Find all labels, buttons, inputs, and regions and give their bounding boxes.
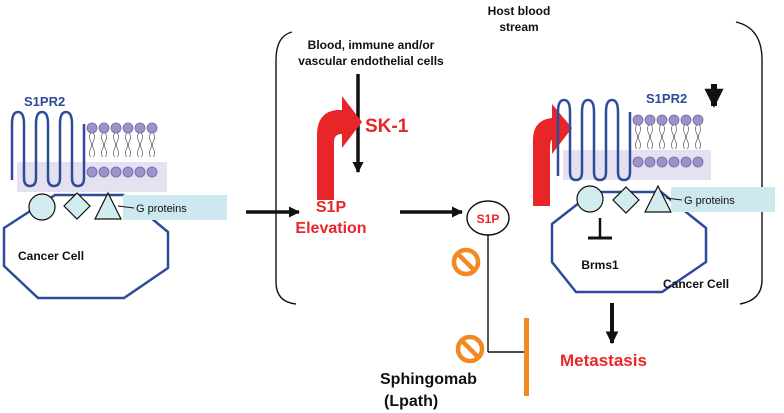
left-g-protein-circle (28, 193, 56, 221)
s1p-circle-label: S1P (477, 212, 500, 226)
left-g-proteins-label: G proteins (136, 203, 187, 215)
left-g-proteins-box (123, 195, 227, 220)
right-g-proteins-pointer (665, 197, 683, 201)
source-cells-line1: Blood, immune and/or (308, 38, 435, 52)
source-cells-line2: vascular endothelial cells (298, 54, 444, 68)
inhibition-path (487, 235, 528, 353)
right-g-proteins-label: G proteins (684, 195, 735, 207)
s1p-elevation-line2: Elevation (295, 220, 366, 237)
red-curved-arrow-left (301, 96, 362, 200)
inhibitor-sign-top-icon (451, 247, 481, 277)
left-cancer-cell-label: Cancer Cell (18, 249, 84, 263)
host-bloodstream-bracket (275, 21, 763, 305)
host-blood-label-line2: stream (499, 20, 538, 34)
right-g-proteins-box (671, 187, 775, 212)
left-g-protein-diamond (63, 192, 91, 220)
sk1-label: SK-1 (365, 116, 409, 137)
left-s1pr2-label: S1PR2 (24, 94, 65, 109)
s1p-elevation-line1: S1P (316, 199, 347, 216)
host-blood-label-line1: Host blood (488, 4, 551, 18)
right-s1pr2-label: S1PR2 (646, 91, 687, 106)
right-g-protein-diamond (612, 186, 640, 214)
brms1-label: Brms1 (581, 258, 619, 272)
right-g-protein-triangle (644, 184, 672, 213)
inhibitor-sign-bottom-icon (455, 334, 485, 364)
right-cancer-cell (550, 98, 711, 294)
orange-bar (524, 318, 529, 396)
metastasis-label: Metastasis (560, 351, 647, 370)
right-receptor (556, 98, 632, 182)
right-g-protein-circle (576, 185, 604, 213)
left-g-proteins-pointer (117, 205, 135, 209)
left-receptor (10, 110, 86, 188)
left-cancer-cell (2, 110, 170, 300)
lpath-label: (Lpath) (384, 393, 438, 410)
right-cancer-cell-label: Cancer Cell (663, 277, 729, 291)
left-g-protein-triangle (94, 191, 122, 220)
sphingomab-label: Sphingomab (380, 371, 477, 388)
